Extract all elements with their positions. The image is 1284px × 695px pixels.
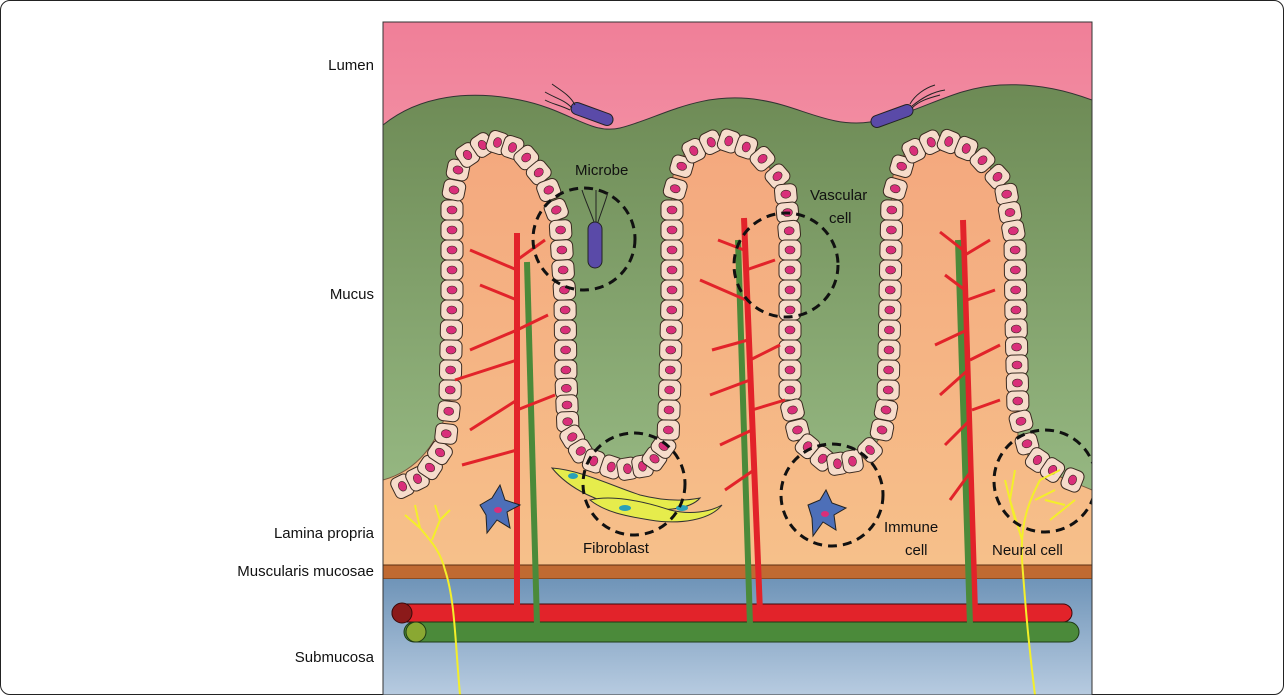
immune-cell-left-nucleus bbox=[494, 507, 502, 513]
epithelial-cell bbox=[1006, 373, 1028, 393]
epithelial-cell bbox=[440, 340, 462, 360]
epithelial-cell bbox=[661, 300, 683, 321]
epithelial-cell bbox=[434, 423, 458, 445]
epithelial-cell bbox=[441, 240, 463, 260]
label-neural-cell: Neural cell bbox=[992, 542, 1063, 559]
epithelial-cell bbox=[439, 360, 461, 380]
epithelial-cell bbox=[439, 380, 461, 400]
epithelial-cell bbox=[555, 360, 577, 380]
epithelial-cell bbox=[661, 260, 683, 280]
epithelial-cell bbox=[1005, 337, 1027, 357]
immune-cell-nucleus bbox=[821, 511, 829, 517]
epithelial-cell bbox=[549, 219, 572, 240]
epithelial-cell bbox=[879, 260, 901, 280]
epithelial-cell bbox=[657, 420, 680, 441]
muscularis-mucosae-band bbox=[383, 565, 1092, 579]
epithelial-cell bbox=[779, 380, 801, 400]
epithelial-cell bbox=[658, 400, 681, 421]
label-immune-cell-line2: cell bbox=[905, 542, 928, 559]
epithelial-cell bbox=[441, 200, 463, 220]
epithelial-cell bbox=[779, 340, 801, 360]
epithelial-cell bbox=[660, 340, 682, 361]
epithelial-cell bbox=[877, 360, 899, 380]
epithelial-cell bbox=[661, 220, 683, 240]
vein-cross-section bbox=[406, 622, 426, 642]
epithelial-cell bbox=[661, 240, 683, 260]
label-immune-cell-line1: Immune bbox=[884, 519, 938, 536]
epithelial-cell bbox=[661, 280, 683, 300]
epithelial-cell bbox=[777, 220, 801, 242]
epithelial-cell bbox=[878, 340, 900, 360]
epithelial-cell bbox=[1004, 260, 1026, 280]
epithelial-cell bbox=[440, 320, 462, 340]
epithelial-cell bbox=[1001, 219, 1026, 243]
epithelial-cell bbox=[880, 240, 902, 260]
label-vascular-cell-line1: Vascular bbox=[810, 187, 867, 204]
submucosal-vein bbox=[404, 622, 1079, 642]
epithelial-cell bbox=[1005, 300, 1027, 320]
epithelial-cell bbox=[555, 340, 577, 360]
epithelial-cell bbox=[873, 398, 898, 422]
epithelial-cell bbox=[779, 240, 801, 260]
epithelial-cell bbox=[659, 360, 681, 381]
epithelial-cell bbox=[441, 260, 463, 280]
epithelial-cell bbox=[658, 380, 681, 401]
epithelial-cell bbox=[877, 380, 899, 400]
epithelial-cell bbox=[1007, 391, 1029, 411]
epithelial-cell bbox=[661, 200, 683, 220]
epithelial-cell bbox=[869, 418, 894, 442]
epithelial-cell bbox=[774, 183, 798, 205]
epithelial-cell bbox=[552, 259, 575, 280]
epithelial-cell bbox=[437, 400, 461, 422]
epithelial-cell bbox=[779, 260, 801, 280]
epithelial-cell bbox=[1004, 240, 1026, 260]
epithelial-cell bbox=[779, 280, 801, 300]
epithelial-cell bbox=[550, 239, 573, 260]
epithelial-cell bbox=[881, 200, 903, 220]
epithelial-cell bbox=[554, 320, 576, 340]
epithelial-cell bbox=[779, 360, 801, 380]
epithelial-cell bbox=[879, 280, 901, 300]
epithelial-cell bbox=[441, 220, 463, 240]
epithelial-cell bbox=[878, 320, 900, 340]
epithelial-cell bbox=[879, 300, 901, 320]
epithelial-cell bbox=[441, 300, 463, 320]
epithelial-cell bbox=[554, 300, 576, 320]
epithelial-cell bbox=[660, 320, 682, 341]
epithelial-cell bbox=[880, 220, 902, 240]
epithelial-cell bbox=[779, 320, 801, 340]
epithelial-cell bbox=[1005, 280, 1027, 300]
epithelial-cell bbox=[441, 280, 463, 300]
label-microbe: Microbe bbox=[575, 162, 628, 179]
artery-cross-section bbox=[392, 603, 412, 623]
epithelial-cell bbox=[441, 178, 466, 202]
epithelial-cell bbox=[1006, 355, 1028, 375]
label-fibroblast: Fibroblast bbox=[583, 540, 650, 557]
epithelial-cell bbox=[1005, 319, 1027, 339]
label-vascular-cell-line2: cell bbox=[829, 210, 852, 227]
